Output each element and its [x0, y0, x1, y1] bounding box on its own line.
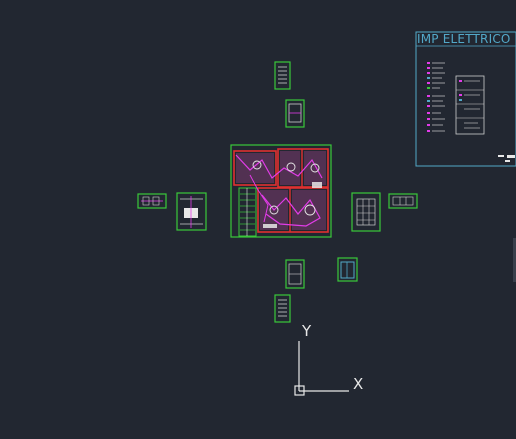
- schematic-box: [455, 75, 485, 135]
- ucs-icon: Y X: [294, 322, 363, 396]
- ucs-y-label: Y: [301, 322, 312, 340]
- title-sheet[interactable]: IMP ELETTRICO: [415, 31, 516, 167]
- drawing-block-top-1[interactable]: [274, 61, 291, 90]
- drawing-block-bottom-1[interactable]: [285, 259, 305, 289]
- ucs-x-label: X: [353, 375, 363, 393]
- drawing-block-left-2[interactable]: [176, 192, 207, 231]
- vertical-scrollbar-thumb[interactable]: [513, 238, 516, 282]
- drawing-block-left-1[interactable]: [137, 193, 167, 209]
- main-floor-plan[interactable]: [230, 144, 332, 238]
- sheet-title: IMP ELETTRICO: [417, 32, 511, 46]
- title-block-marks: [498, 155, 515, 162]
- drawing-block-top-2[interactable]: [285, 99, 305, 128]
- drawing-block-right-1[interactable]: [351, 192, 381, 232]
- legend-list: [427, 62, 445, 132]
- drawing-block-bottom-3[interactable]: [274, 294, 291, 323]
- drawing-block-bottom-2[interactable]: [337, 257, 358, 282]
- drawing-block-right-2[interactable]: [388, 193, 418, 209]
